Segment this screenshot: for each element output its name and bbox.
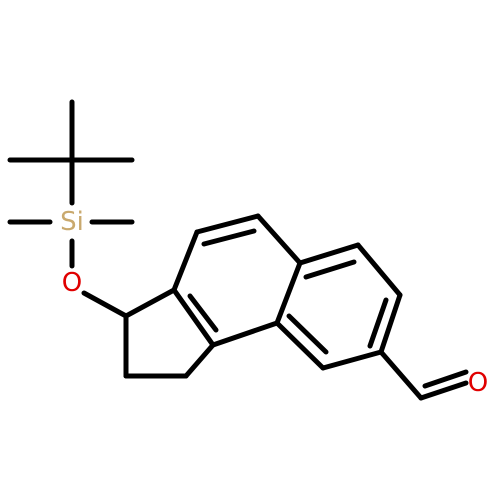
atom-label-si: Si <box>60 207 84 237</box>
tert-butyl-group <box>7 99 135 206</box>
bond-c3-c3a <box>183 342 216 379</box>
bond-c7a-c7-inner <box>303 259 357 280</box>
bond-c9-c8 <box>194 213 261 235</box>
bond-cho-o-inner <box>422 369 469 389</box>
bond-c7a-c7 <box>297 242 361 266</box>
aldehyde-group <box>378 349 469 401</box>
bond-c9-c8-inner <box>201 228 257 247</box>
atom-label-o-ether: O <box>62 268 82 298</box>
bond-c4-c3b <box>274 320 326 371</box>
bond-o-c1 <box>81 290 129 319</box>
naphthalene-ring-a <box>171 213 303 348</box>
bond-c8-c7a <box>255 213 303 266</box>
bond-c3b-c3a <box>210 320 280 348</box>
bond-c7-c6 <box>355 242 403 298</box>
cyclopentane-ring <box>123 287 219 379</box>
bond-c7a-c3b <box>274 260 303 326</box>
bond-c9a-c3a <box>171 287 216 348</box>
bond-c6-c5-inner <box>367 297 389 349</box>
bond-c4-c3b-inner <box>286 313 329 355</box>
bond-c5-c4 <box>320 349 384 371</box>
atom-label-o-aldehyde: O <box>468 368 488 398</box>
bond-cho-o <box>418 380 469 401</box>
bond-c5-cho <box>378 349 424 401</box>
bond-c1-c9a <box>123 287 177 319</box>
bond-c9a-c3a-inner <box>187 293 219 333</box>
bond-c6-c5 <box>378 292 403 355</box>
bond-c9a-c9 <box>171 229 200 293</box>
naphthalene-ring-b <box>274 242 403 371</box>
